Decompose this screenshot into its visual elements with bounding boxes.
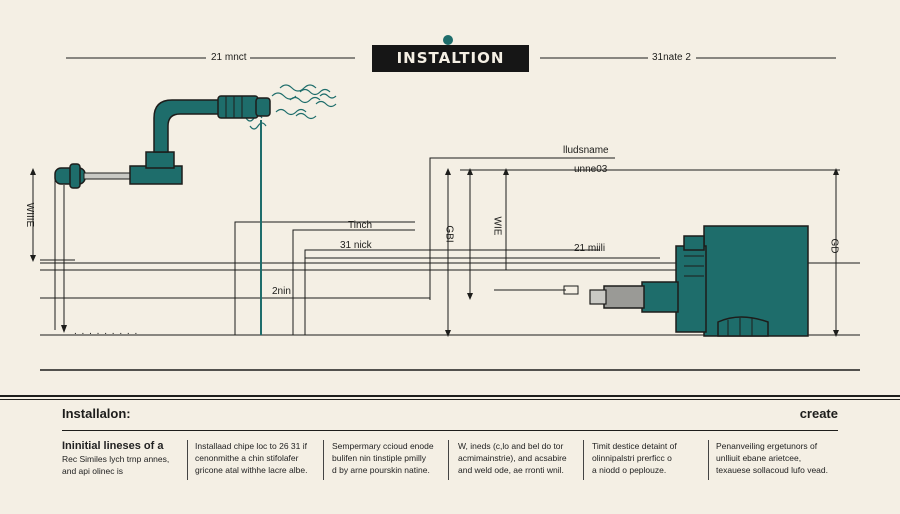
footer-column-line: texauese sollacoud lufo vead.	[716, 465, 828, 475]
footer-column-line: bulifen nin tinstiple pmilly	[332, 453, 427, 463]
footer-column-line: acmimainstrie), and acsabire	[458, 453, 567, 463]
footer-column-line: Ininitial lineses of a	[62, 440, 164, 452]
footer-column-6: Penanveiling ergetunors of unlliuit eban…	[716, 440, 828, 476]
footer-rule-secondary	[0, 399, 900, 400]
column-divider	[583, 440, 584, 480]
dim-label-unne: unne03	[574, 164, 608, 175]
dim-label-center-vert-1: GBI	[443, 225, 455, 243]
diagram-title: INSTALTION	[372, 45, 529, 72]
footer-column-line: olinnipalstri prerficc o	[592, 453, 672, 463]
footer-column-line: Sempermary ccioud enode	[332, 441, 434, 451]
footer-column-line: gricone atal withhe lacre albe.	[195, 465, 308, 475]
column-divider	[187, 440, 188, 480]
footer-column-4: W, ineds (c,lo and bel do tor acmimainst…	[458, 440, 567, 476]
dim-label-tinch: Tinch	[348, 220, 373, 231]
footer-column-1: Ininitial lineses of a Rec Similes lych …	[62, 440, 169, 477]
faucet-pipe-icon	[54, 95, 271, 189]
footer-column-5: Timit destice detaint of olinnipalstri p…	[592, 440, 677, 476]
water-spray-icon	[245, 84, 337, 130]
dim-label-nick: 31 nick	[340, 240, 372, 251]
dim-label-mm: 21 miili	[574, 243, 606, 254]
dim-label-lludsname: lludsname	[563, 145, 609, 156]
footer-column-line: Rec Similes lych trnp annes,	[62, 454, 170, 464]
footer-column-3: Sempermary ccioud enode bulifen nin tins…	[332, 440, 434, 476]
column-divider	[323, 440, 324, 480]
footer-right-label: create	[799, 406, 838, 421]
footer-column-line: unlliuit ebane arietcee,	[716, 453, 802, 463]
dim-label-2nin: 2nin	[272, 286, 291, 297]
footer-column-line: and weld ode, ae rronti wnil.	[458, 465, 564, 475]
footer-column-line: W, ineds (c,lo and bel do tor	[458, 441, 564, 451]
dim-label-center-vert-2: WIE	[491, 216, 503, 236]
dim-label-right-vertical: GD	[828, 238, 840, 254]
footer-separator	[62, 430, 838, 431]
footer-column-2: Installaad chipe loc to 26 31 if cenonmi…	[195, 440, 307, 476]
footer-heading: Installalon:	[62, 406, 131, 421]
footer-column-line: Installaad chipe loc to 26 31 if	[195, 441, 307, 451]
footer-column-line: Penanveiling ergetunors of	[716, 441, 818, 451]
column-divider	[708, 440, 709, 480]
dim-label-top-right: 31nate 2	[652, 52, 691, 63]
footer-column-line: d by arne pourskin natine.	[332, 465, 430, 475]
footer-rule	[0, 395, 900, 397]
footer-column-line: cenonmithe a chin stifolafer	[195, 453, 299, 463]
footer-column-line: Timit destice detaint of	[592, 441, 677, 451]
dim-label-top-left: 21 mnct	[211, 52, 247, 63]
footer-column-line: a niodd o peplouze.	[592, 465, 667, 475]
column-divider	[448, 440, 449, 480]
dotted-marker: . . . . . . . . .	[74, 326, 139, 337]
dim-label-left-vertical: WIIIE	[24, 202, 36, 228]
pump-unit-icon	[589, 225, 809, 337]
footer-column-line: and api olinec is	[62, 466, 123, 476]
title-dot-icon	[443, 35, 453, 45]
